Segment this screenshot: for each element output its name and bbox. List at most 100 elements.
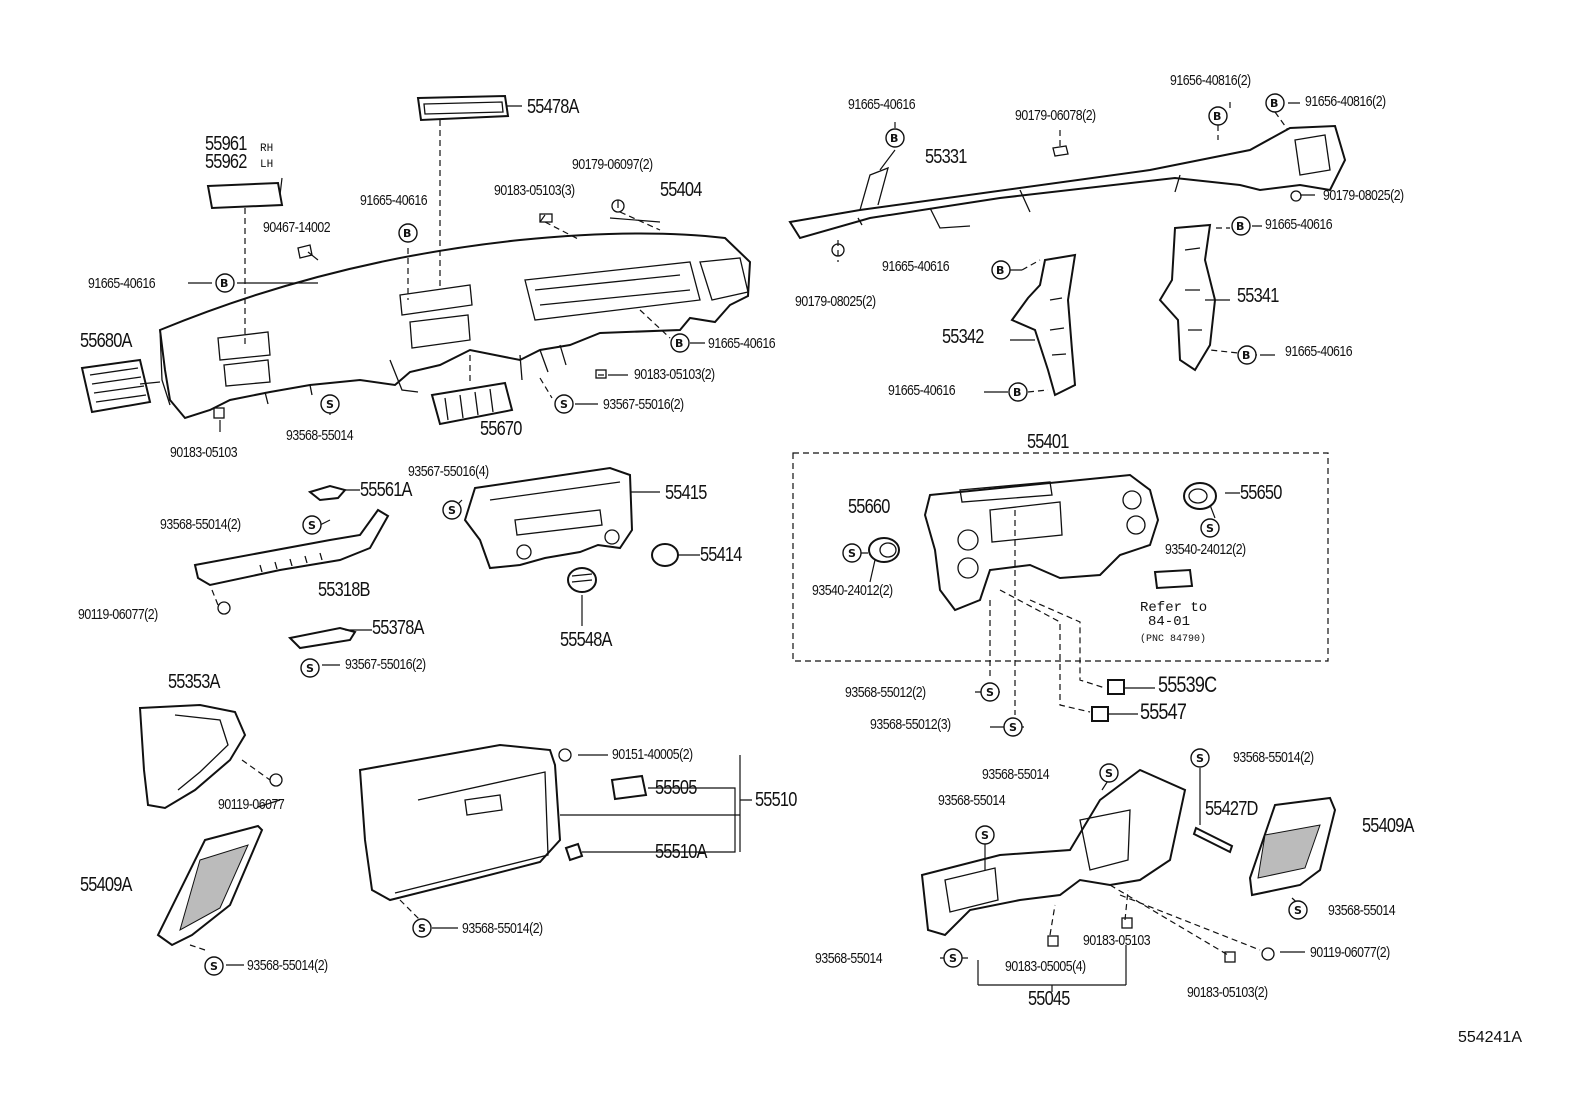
s-marker: S [300, 658, 320, 678]
label-91665-40616-c: 91665-40616 [708, 335, 776, 352]
bracket-55378a [287, 626, 357, 650]
cover-55353a [138, 703, 247, 810]
svg-text:B: B [220, 277, 228, 290]
s-marker: S [412, 918, 432, 938]
cluster-finish-panel-55401 [923, 473, 1160, 612]
label-93568-55014-2c: 93568-55014(2) [247, 957, 328, 974]
label-55331: 55331 [925, 146, 967, 168]
vent-55548a [567, 567, 597, 593]
label-55680a: 55680A [80, 330, 132, 352]
label-55650: 55650 [1240, 482, 1282, 504]
label-93568-55014-2d: 93568-55014(2) [1233, 749, 1314, 766]
label-55404: 55404 [660, 179, 702, 201]
label-90183-05103-3: 90183-05103(3) [494, 182, 575, 199]
s-marker: S [943, 948, 963, 968]
s-marker: S [1003, 717, 1023, 737]
lock-55505 [610, 774, 648, 801]
vent-55670 [430, 381, 514, 426]
s-marker: S [302, 515, 322, 535]
b-marker: B [1231, 216, 1251, 236]
vent-55680a [80, 358, 152, 414]
svg-text:S: S [981, 829, 989, 842]
label-93568-55014-d: 93568-55014 [1328, 902, 1396, 919]
cluster-finish-55415 [463, 466, 634, 570]
label-91665-40616-g: 91665-40616 [1285, 343, 1353, 360]
s-marker: S [204, 956, 224, 976]
label-93568-55014-2b: 93568-55014(2) [462, 920, 543, 937]
vent-55478a [416, 94, 510, 122]
label-93568-55014-b: 93568-55014 [982, 766, 1050, 783]
label-pnc-84790: (PNC 84790) [1140, 634, 1207, 645]
clip-55539c [1107, 679, 1125, 695]
label-90179-08025-b: 90179-08025(2) [795, 293, 876, 310]
knob-55414 [651, 543, 679, 567]
s-marker: S [975, 825, 995, 845]
cluster-panel-group-frame [792, 452, 1329, 662]
bracket-55341 [1158, 223, 1217, 372]
label-93568-55014-a: 93568-55014 [286, 427, 354, 444]
label-90119-06077-a: 90119-06077 [218, 796, 285, 813]
b-marker: B [1237, 345, 1257, 365]
label-90183-05103-b: 90183-05103 [1083, 932, 1151, 949]
label-90467-14002: 90467-14002 [263, 219, 331, 236]
svg-text:S: S [418, 922, 426, 935]
s-marker: S [842, 543, 862, 563]
label-90151-40005: 90151-40005(2) [612, 746, 693, 763]
label-90119-06077-2b: 90119-06077(2) [1310, 944, 1390, 961]
svg-text:S: S [986, 686, 994, 699]
bezel-55961 [206, 181, 284, 210]
label-90183-05005: 90183-05005(4) [1005, 958, 1086, 975]
svg-text:S: S [326, 398, 334, 411]
b-marker: B [1265, 93, 1285, 113]
svg-text:S: S [1294, 904, 1302, 917]
label-55478a: 55478A [527, 96, 579, 118]
clip-55547 [1091, 706, 1109, 722]
svg-text:S: S [308, 519, 316, 532]
svg-text:B: B [1236, 220, 1244, 233]
label-lh: LH [260, 159, 274, 171]
svg-text:S: S [210, 960, 218, 973]
label-55660: 55660 [848, 496, 890, 518]
svg-text:S: S [306, 662, 314, 675]
b-marker: B [215, 273, 235, 293]
figure-code: 554241A [1457, 1029, 1522, 1046]
s-marker: S [1099, 763, 1119, 783]
b-marker: B [398, 223, 418, 243]
svg-text:B: B [996, 264, 1004, 277]
label-93568-55014-c: 93568-55014 [938, 792, 1006, 809]
label-90119-06077-2a: 90119-06077(2) [78, 606, 158, 623]
label-84-01: 84-01 [1148, 614, 1191, 630]
label-55414: 55414 [700, 544, 742, 566]
clip-55561a [307, 484, 347, 502]
label-55510a: 55510A [655, 841, 707, 863]
label-55045: 55045 [1028, 988, 1070, 1010]
knob-55650 [1183, 482, 1217, 510]
label-55548a: 55548A [560, 629, 612, 651]
switch-84790 [1153, 568, 1194, 590]
label-55318b: 55318B [318, 579, 370, 601]
label-55378a: 55378A [372, 617, 424, 639]
b-marker: B [991, 260, 1011, 280]
s-marker: S [1200, 518, 1220, 538]
svg-text:B: B [890, 132, 898, 145]
label-55353a: 55353A [168, 671, 220, 693]
lower-panel-55045 [920, 768, 1187, 937]
label-93567-55016-4: 93567-55016(4) [408, 463, 489, 480]
svg-text:S: S [560, 398, 568, 411]
label-91665-40616-h: 91665-40616 [888, 382, 956, 399]
s-marker: S [1288, 900, 1308, 920]
reinforcement-55331 [788, 124, 1347, 240]
svg-text:S: S [448, 504, 456, 517]
label-55961: 55961 [205, 133, 247, 155]
b-marker: B [670, 333, 690, 353]
s-marker: S [320, 394, 340, 414]
label-90179-08025-a: 90179-08025(2) [1323, 187, 1404, 204]
label-refer-to: Refer to [1140, 600, 1208, 616]
svg-text:S: S [1196, 752, 1204, 765]
knob-55660 [868, 537, 900, 563]
label-91665-40616-d: 91665-40616 [848, 96, 916, 113]
label-55510: 55510 [755, 789, 797, 811]
label-91665-40616-b: 91665-40616 [88, 275, 156, 292]
